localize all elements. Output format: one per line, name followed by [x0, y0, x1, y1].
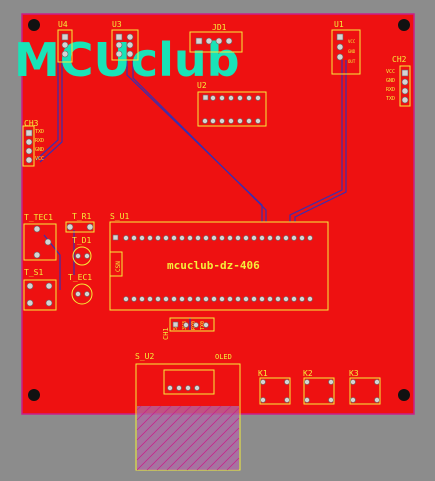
s-u2-connector-outline: [163, 369, 215, 395]
ch2-pin-label-1: VCC: [386, 69, 395, 75]
t-s1-outline: [23, 279, 57, 311]
label-t-ec1: T_EC1: [68, 273, 92, 282]
label-t-r1: T_R1: [72, 212, 91, 221]
label-t-d1: T_D1: [72, 236, 91, 245]
ch1-pin-label-4: TX0: [200, 321, 206, 330]
k3-outline: [349, 377, 381, 405]
u3-outline: [111, 29, 139, 61]
u1-pin-label-3: OUT: [348, 59, 356, 64]
k2-outline: [303, 377, 335, 405]
t-d1-outline: [72, 246, 92, 266]
csn-box: [109, 251, 123, 277]
label-ch2: CH2: [392, 55, 407, 64]
label-t-s1: T_S1: [24, 268, 43, 277]
k1-outline: [259, 377, 291, 405]
ch3-pin-label-1: TXD: [35, 129, 44, 135]
mounting-hole-top-left: [28, 19, 40, 31]
label-oled: OLED: [215, 353, 232, 361]
mounting-hole-bottom-right: [398, 389, 410, 401]
ch3-pin-label-4: VCC: [35, 156, 44, 162]
label-jd1: JD1: [212, 23, 227, 32]
silkscreen-outlines: [22, 29, 411, 471]
ch3-pin-label-3: GND: [35, 147, 44, 153]
label-csn: CSN: [115, 261, 122, 272]
ch1-outline: [169, 317, 215, 332]
u1-pin-label-2: GND: [348, 49, 356, 54]
label-u3: U3: [112, 20, 122, 29]
ch3-pin-label-2: RXD: [35, 138, 44, 144]
u4-outline: [57, 29, 73, 63]
ch3-outline: [22, 125, 35, 167]
u1-outline: [331, 29, 361, 75]
u1-pin-label-1: VCC: [348, 39, 356, 44]
ch2-outline: [399, 65, 411, 107]
label-u1: U1: [334, 20, 344, 29]
mounting-hole-top-right: [398, 19, 410, 31]
ch2-pin-label-2: GND: [386, 78, 395, 84]
label-k2: K2: [303, 369, 313, 378]
label-k3: K3: [349, 369, 359, 378]
t-r1-outline: [65, 221, 95, 233]
u2-outline: [197, 91, 267, 127]
label-s-u1: S_U1: [110, 212, 129, 221]
mounting-holes: [28, 19, 410, 401]
t-ec1-outline: [71, 283, 93, 305]
ch2-pin-label-3: RXD: [386, 87, 395, 93]
jd1-outline: [189, 31, 243, 53]
label-u4: U4: [58, 20, 68, 29]
t-tec1-outline: [23, 223, 57, 261]
label-k1: K1: [258, 369, 268, 378]
label-u2: U2: [197, 81, 207, 90]
label-s-u2: S_U2: [135, 352, 154, 361]
ch2-pin-label-4: TXD: [386, 96, 395, 102]
mounting-hole-bottom-left: [28, 389, 40, 401]
copper-pour: [21, 13, 415, 415]
label-ch3: CH3: [24, 119, 39, 128]
oled-window: [136, 405, 240, 471]
label-t-tec1: T_TEC1: [24, 213, 53, 222]
label-ch1: CH1: [162, 327, 170, 340]
center-label: mcuclub-dz-406: [167, 259, 260, 272]
pads: [25, 33, 409, 403]
